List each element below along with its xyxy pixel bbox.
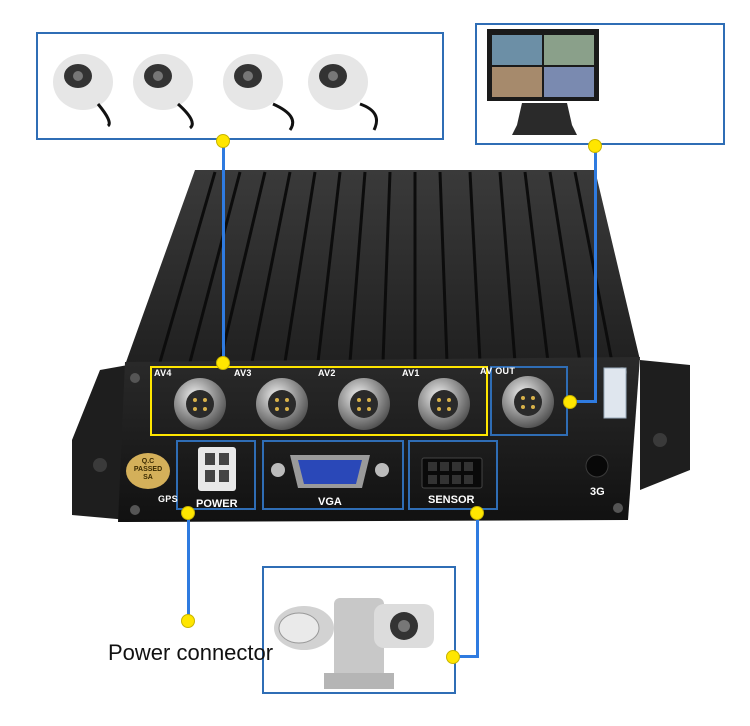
wire-monitor-v: [594, 145, 597, 402]
port-label-sensor: SENSOR: [428, 494, 475, 506]
dot-cameras-top: [216, 134, 230, 148]
power-box: [176, 440, 256, 510]
wire-power: [187, 512, 190, 620]
vga-box: [262, 440, 404, 510]
av-connectors: [174, 376, 554, 430]
port-label-av2: AV2: [318, 368, 336, 378]
port-label-av-out: AV OUT: [480, 366, 516, 376]
dot-power-bottom: [181, 614, 195, 628]
sensor-box: [408, 440, 498, 510]
wire-sensor-h: [456, 655, 479, 658]
port-label-gps: GPS: [158, 494, 178, 504]
wire-sensor-v: [476, 512, 479, 658]
port-label-power: POWER: [196, 498, 238, 510]
wire-cameras: [222, 140, 225, 362]
monitor: [487, 29, 599, 135]
dome-cameras-frame: [36, 32, 444, 140]
qc-sticker: [126, 453, 170, 489]
antenna-port: [585, 454, 609, 478]
dot-ptz: [446, 650, 460, 664]
dot-av-out: [563, 395, 577, 409]
dot-cameras-bottom: [216, 356, 230, 370]
dome-cameras: [53, 54, 378, 131]
port-label-3g: 3G: [590, 486, 605, 498]
av-inputs-box: [150, 366, 488, 436]
qc-sticker-text: Q.C PASSED SA: [128, 458, 168, 482]
qc-line-1: Q.C: [141, 458, 155, 465]
port-label-av1: AV1: [402, 368, 420, 378]
power-connector-caption: Power connector: [108, 640, 274, 665]
ptz-camera: [274, 598, 434, 689]
monitor-frame: [475, 23, 725, 145]
serial-sticker: [603, 367, 627, 419]
dot-monitor: [588, 139, 602, 153]
dot-sensor-top: [470, 506, 484, 520]
qc-line-2: PASSED: [133, 466, 163, 473]
port-label-vga: VGA: [318, 496, 342, 508]
av-out-box: [490, 366, 568, 436]
port-label-av3: AV3: [234, 368, 252, 378]
port-label-av4: AV4: [154, 368, 172, 378]
ptz-camera-frame: [262, 566, 456, 694]
qc-line-3: SA: [143, 474, 153, 481]
dot-power-top: [181, 506, 195, 520]
wire-monitor-h: [568, 400, 597, 403]
